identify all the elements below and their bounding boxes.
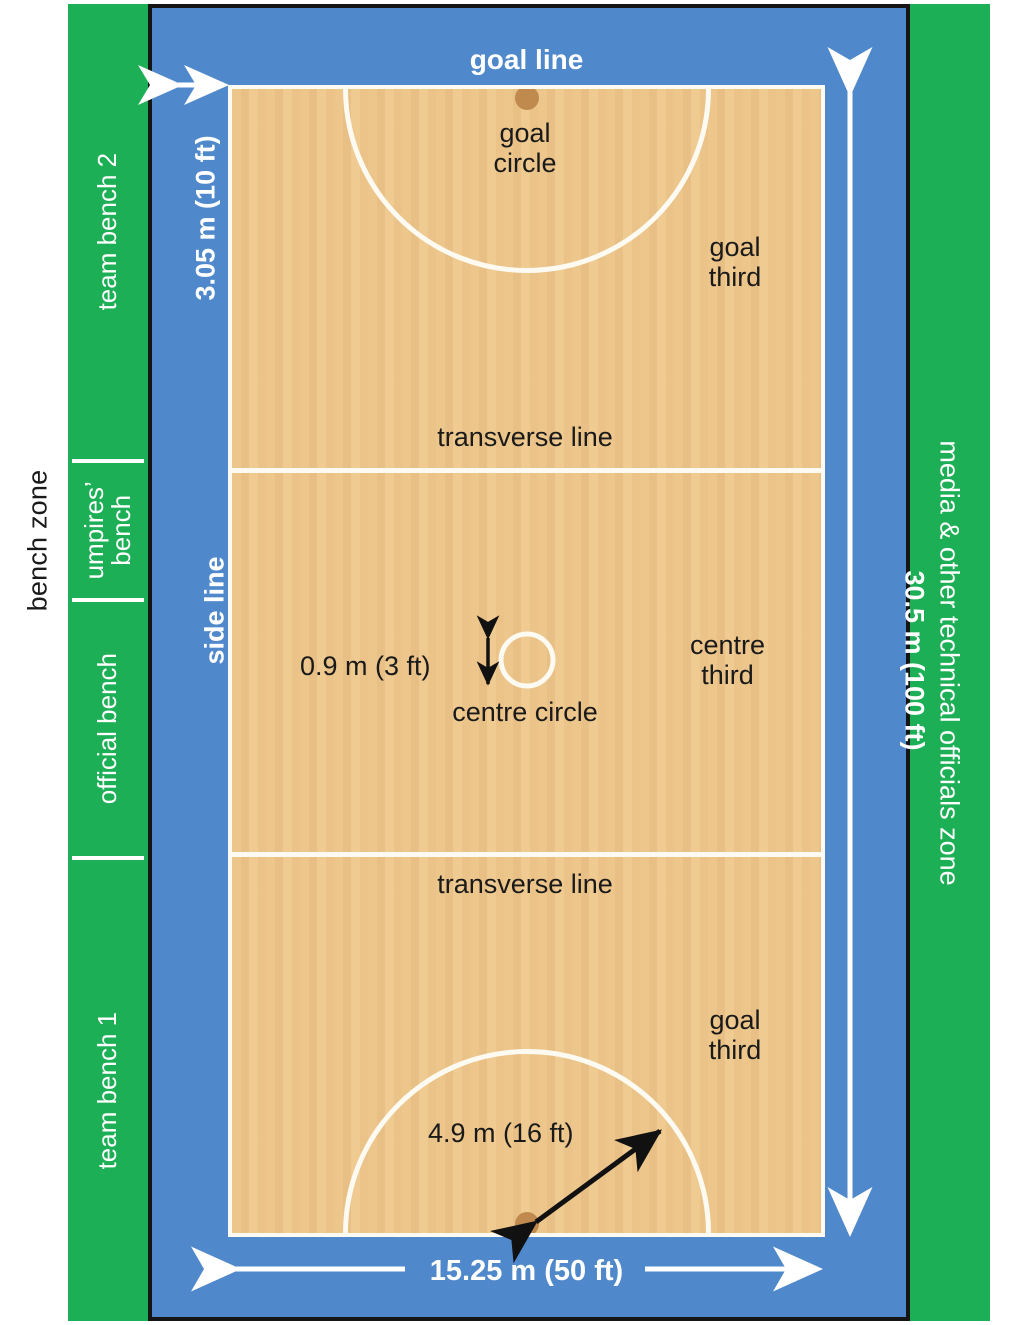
length-dimension-text: 30.5 m (100 ft) [899,570,930,751]
goal-third-top-line1: goal [709,232,761,262]
goal-line-label: goal line [228,44,825,76]
bench-divider [72,598,144,602]
bench-segment-team-bench-2[interactable]: team bench 2 [68,4,148,459]
centre-third-line1: centre [689,630,766,660]
goal-third-label-top: goal third [670,232,800,292]
width-dimension-label: 15.25 m (50 ft) [228,1255,825,1288]
centre-circle-label-text: centre circle [452,697,598,727]
transverse-line-label-top: transverse line [300,422,750,452]
centre-circle-label: centre circle [405,697,645,727]
bench-segment-label: team bench 2 [92,152,123,311]
goal-circle-label-line1: goal [499,118,551,148]
transverse-line-top [232,468,821,473]
umpires-bench-line2: bench [106,495,136,566]
bench-zone-column: team bench 2 umpires’ bench official ben… [68,4,148,1321]
bench-segment-label: umpires’ bench [78,481,136,580]
goal-line-label-text: goal line [469,44,584,75]
goal-third-bottom-line2: third [708,1035,762,1066]
bench-zone-label: bench zone [22,469,53,612]
goal-post-top-icon [514,89,539,110]
goal-third-label-bottom: goal third [670,1005,800,1065]
centre-third-label: centre third [655,630,800,690]
width-dimension-text: 15.25 m (50 ft) [429,1255,624,1287]
transverse-line-label-top-text: transverse line [437,422,613,452]
media-zone-label: media & other technical officials zone [934,439,965,886]
margin-dimension-text: 3.05 m (10 ft) [190,135,221,301]
margin-dimension-label: 3.05 m (10 ft) [191,135,222,300]
umpires-bench-line1: umpires’ [78,481,109,580]
bench-segment-official-bench[interactable]: official bench [68,602,148,856]
transverse-line-label-bottom-text: transverse line [437,869,613,899]
bench-divider [72,856,144,860]
goal-third-top-line2: third [708,262,762,293]
centre-third-line2: third [701,660,754,691]
goal-circle-label: goal circle [400,118,650,178]
goal-third-bottom-line1: goal [709,1005,761,1035]
transverse-line-label-bottom: transverse line [300,869,750,899]
goal-circle-radius-label: 4.9 m (16 ft) [428,1118,574,1148]
bench-segment-label: team bench 1 [92,1011,123,1170]
bench-segment-umpires-bench[interactable]: umpires’ bench [68,463,148,598]
centre-circle-diameter-label: 0.9 m (3 ft) [300,651,431,681]
length-dimension-label: 30.5 m (100 ft) [899,536,930,786]
goal-post-bottom-icon [514,1212,539,1233]
centre-circle-diameter-text: 0.9 m (3 ft) [300,651,431,681]
side-line-label-text: side line [199,556,230,665]
bench-segment-team-bench-1[interactable]: team bench 1 [68,860,148,1321]
goal-circle-top [342,89,711,273]
goal-circle-label-line2: circle [493,148,557,179]
goal-circle-radius-text: 4.9 m (16 ft) [428,1118,574,1148]
bench-divider [72,459,144,463]
side-line-label: side line [200,551,231,671]
bench-segment-label: official bench [92,653,123,805]
media-officials-zone[interactable]: media & other technical officials zone [908,4,990,1321]
transverse-line-bottom [232,852,821,857]
